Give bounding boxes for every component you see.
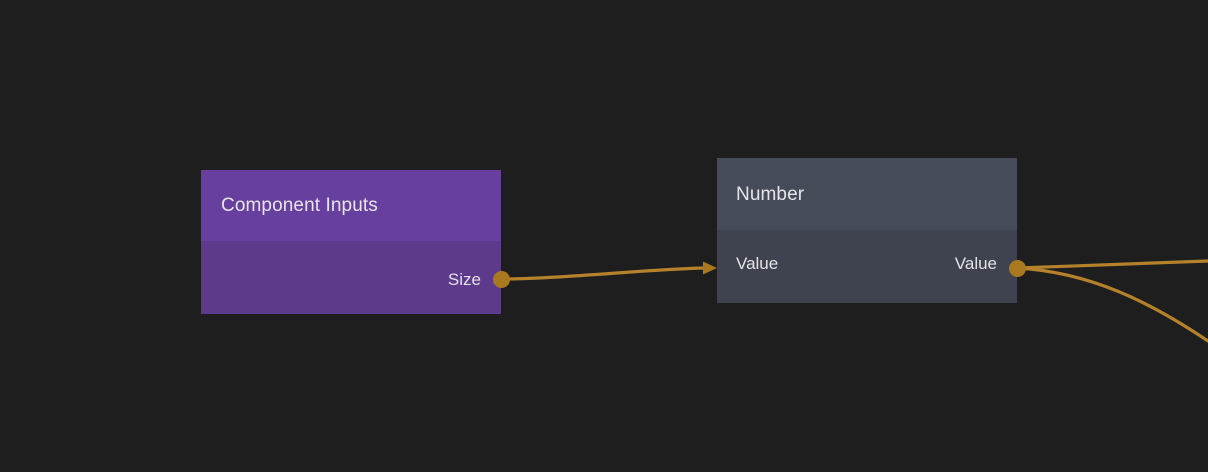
edge-arrowhead-value-in [703, 261, 717, 275]
node-number[interactable]: Number Value Value [717, 158, 1017, 303]
port-row-value[interactable]: Value Value [717, 252, 1017, 274]
edge-size-to-value[interactable] [499, 266, 706, 281]
port-label-value-output: Value [954, 253, 997, 273]
node-header-component-inputs[interactable]: Component Inputs [201, 170, 501, 241]
node-body-number: Value Value [717, 230, 1017, 303]
node-component-inputs[interactable]: Component Inputs Size [201, 170, 501, 314]
port-label-size-output: Size [447, 269, 481, 289]
node-body-component-inputs: Size [201, 241, 501, 314]
port-row-size[interactable]: Size [201, 268, 501, 290]
node-header-number[interactable]: Number [717, 158, 1017, 230]
edge-value-out-upper[interactable] [1015, 259, 1208, 270]
port-handle-size-output[interactable] [493, 271, 510, 288]
node-title: Number [736, 183, 805, 205]
edge-value-out-lower[interactable] [1015, 266, 1208, 343]
port-label-value-input: Value [736, 253, 779, 273]
node-title: Component Inputs [221, 195, 378, 216]
port-handle-value-output[interactable] [1009, 260, 1026, 277]
